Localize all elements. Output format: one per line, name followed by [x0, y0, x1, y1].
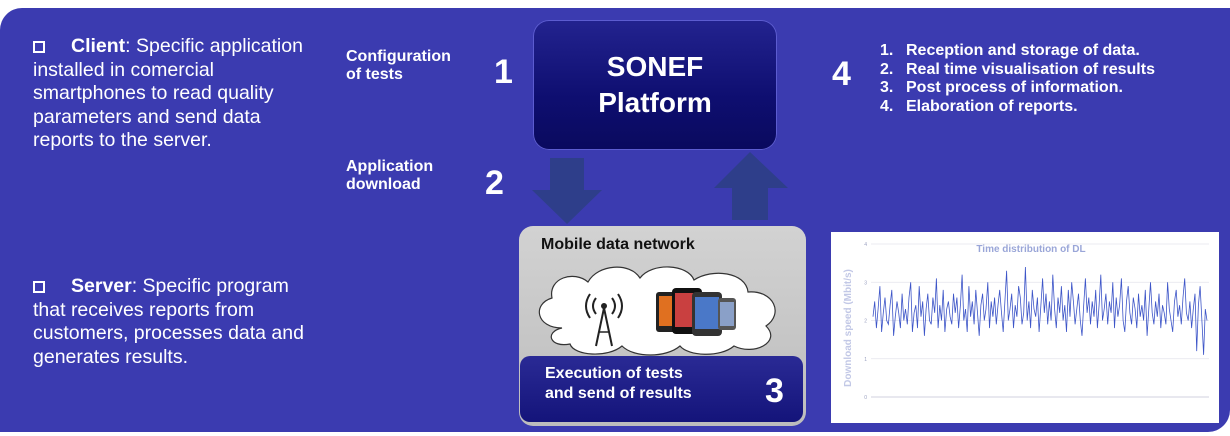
step1-label-line1: Configuration — [346, 48, 451, 65]
mobile-network-title: Mobile data network — [541, 236, 695, 253]
server-description: Server: Specific program that receives r… — [33, 275, 323, 369]
platform-title-line1: SONEF — [606, 51, 704, 82]
y-tick-label: 3 — [864, 280, 867, 286]
tick-layer: 0 1 2 3 4 — [864, 242, 867, 401]
step1-label: Configuration of tests — [346, 48, 451, 84]
step2-label-line1: Application — [346, 158, 434, 175]
network-cloud-illustration — [538, 266, 776, 356]
list-item: 3. Post process of information. — [880, 79, 1220, 98]
step3-label-line1: Execution of tests — [545, 365, 683, 382]
list-item-number: 2. — [880, 60, 894, 78]
step2-label-line2: download — [346, 176, 421, 193]
step3-label: Execution of tests and send of results — [545, 364, 755, 404]
list-item: 4. Elaboration of reports. — [880, 98, 1220, 117]
grid-layer — [871, 243, 1209, 398]
client-title: Client — [71, 35, 126, 57]
smartphones-icon — [656, 288, 736, 336]
step1-label-line2: of tests — [346, 66, 403, 83]
step3-number: 3 — [765, 372, 784, 410]
chart-svg: Time distribution of DL Download speed (… — [843, 242, 1209, 401]
arrow-up-icon — [714, 152, 788, 220]
series-line — [872, 266, 1208, 355]
client-description: Client: Specific application installed i… — [33, 35, 323, 153]
step1-number: 1 — [494, 53, 513, 91]
sonef-platform-box: SONEF Platform — [533, 20, 777, 150]
antenna-tower-icon — [585, 293, 623, 347]
list-item-text: Post process of information. — [906, 79, 1123, 96]
server-title: Server — [71, 275, 132, 297]
list-item-text: Elaboration of reports. — [906, 97, 1078, 115]
list-item-text: Reception and storage of data. — [906, 42, 1140, 59]
chart-ylabel: Download speed (Mbit/s) — [843, 269, 854, 387]
y-tick-label: 2 — [864, 319, 867, 325]
arrow-down-icon — [532, 158, 602, 224]
list-item-number: 1. — [880, 42, 894, 59]
list-item: 1. Reception and storage of data. — [880, 42, 1220, 61]
chart-title: Time distribution of DL — [976, 244, 1085, 255]
y-tick-label: 1 — [864, 357, 867, 363]
list-item-text: Real time visualisation of results — [906, 60, 1155, 78]
execution-box — [520, 356, 803, 422]
checkbox-bullet-icon — [33, 281, 45, 293]
list-item-number: 4. — [880, 97, 894, 115]
server-desc: : Specific program that receives reports… — [33, 275, 304, 368]
dl-speed-chart: Time distribution of DL Download speed (… — [831, 232, 1219, 423]
step2-label: Application download — [346, 158, 433, 194]
flow-arrows — [532, 152, 788, 224]
list-item: 2. Real time visualisation of results — [880, 61, 1220, 80]
y-tick-label: 0 — [864, 395, 867, 401]
client-desc: : Specific application installed in come… — [33, 35, 303, 151]
step4-number: 4 — [832, 55, 851, 93]
y-tick-label: 4 — [864, 242, 867, 248]
series-layer — [872, 266, 1208, 355]
processing-list: 1. Reception and storage of data. 2. Real … — [880, 42, 1220, 116]
list-item-number: 3. — [880, 79, 894, 96]
platform-title-line2: Platform — [598, 87, 712, 118]
step2-number: 2 — [485, 164, 504, 202]
step3-label-line2: and send of results — [545, 385, 692, 402]
checkbox-bullet-icon — [33, 41, 45, 53]
